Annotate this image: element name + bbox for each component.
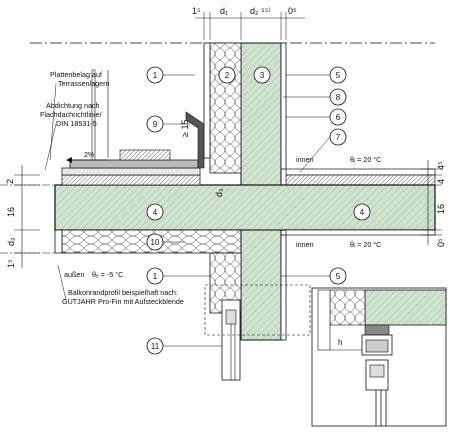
dim-left-1: 2 [5,179,15,184]
leader-abdichtung [44,123,57,171]
label-abdichtung: Abdichtung nach [46,101,100,110]
svg-text:11: 11 [151,342,160,351]
callout-9: 9 [146,115,164,133]
leader-balkon [57,264,67,301]
slope-arrow-head [66,157,72,163]
slab-concrete [54,184,436,231]
wall-insulation-upper [209,42,242,174]
label-balkon-1: Balkonrandprofil beispielhaft nach: [68,288,178,297]
slab-edge-insulation [54,229,63,254]
label-theta-bottom: θᵢ = 20 °C [350,240,381,249]
label-flachdach: Flachdachrichtlinie/ [40,110,102,119]
dim-right-1: 4⁵ [436,161,446,170]
dim-d3-mid: d₃ [214,188,224,197]
svg-text:8: 8 [336,93,341,102]
balcony-waterproofing [61,167,201,176]
label-innen-bottom: innen [296,240,314,249]
inset-insulation [329,289,366,326]
dim-ge15: ≥ 15 [180,120,190,137]
floor-insulation-top [285,174,436,186]
callout-1: 1 [146,66,164,84]
waterproofing-upturn [185,111,205,169]
inset-concrete [364,289,447,326]
inset-render [317,289,331,351]
label-aussen: außen [64,270,84,279]
svg-text:9: 9 [153,120,158,129]
callout-7: 7 [329,128,347,146]
dim-top-3: d₂ ⁵⁵⁾ [250,6,271,16]
dim-right-2: 4 [436,179,446,184]
callout-8: 8 [329,88,347,106]
label-din: DIN 18531-5 [56,119,97,128]
svg-text:5: 5 [336,71,341,80]
svg-text:3: 3 [260,71,265,80]
callout-5: 5 [329,66,347,84]
leader-7 [299,136,331,173]
inset-sash-chamber [369,364,385,378]
dim-left-4: 1⁵ [6,259,16,268]
label-terrassenlagern: Terrassenlagern [58,79,110,88]
svg-text:4: 4 [153,208,158,217]
svg-text:5: 5 [336,272,341,281]
balcony-tiles [69,159,199,169]
label-theta-top: θᵢ = 20 °C [350,155,381,164]
svg-text:7: 7 [336,133,341,142]
detail-reference-box [204,284,311,336]
dim-left-3: d₃ [6,237,16,246]
label-gefaelle: 2% [84,150,95,159]
wall-plaster-lower [280,234,287,341]
label-plattenbelag: Plattenbelag auf [50,70,102,79]
inset-h-label: h [338,338,342,347]
label-innen-top: innen [296,155,314,164]
callout-4-right: 4 [353,203,371,221]
wall-plaster-inside [280,42,287,170]
floor-screed [285,168,436,176]
svg-text:10: 10 [151,238,160,247]
terrace-pad [119,149,171,161]
label-theta-e: θₑ = -5 °C [92,270,123,279]
callout-11: 11 [146,337,164,355]
leader-plattenbelag [49,83,57,161]
callout-6: 6 [329,108,347,126]
dim-right-4: 0⁵ [436,238,446,247]
svg-text:1: 1 [153,272,158,281]
balcony-insulation [61,174,201,186]
svg-text:4: 4 [360,208,365,217]
inset-profile-top [364,324,390,336]
dim-left-2: 16 [6,207,16,217]
svg-text:2: 2 [225,71,230,80]
dim-right-3: 16 [436,204,446,214]
callout-5-lower: 5 [329,267,347,285]
window-profile-box [225,309,237,325]
callout-2: 2 [218,66,236,84]
callout-10: 10 [146,233,164,251]
wall-concrete-upper [240,42,282,186]
inset-window-chamber [365,339,389,353]
callout-4-left: 4 [146,203,164,221]
ceiling-plaster [285,229,436,236]
dim-top-1: 1⁵ [192,6,201,16]
label-balkon-2: GUTJAHR Pro-Fin mit Aufsteckblende [62,297,184,306]
dim-top-2: d₁ [220,6,228,16]
dim-top-4: 0⁵ [288,6,297,16]
svg-text:6: 6 [336,113,341,122]
callout-1-lower: 1 [146,267,164,285]
svg-text:1: 1 [153,71,158,80]
wall-render [203,42,211,159]
callout-3: 3 [253,66,271,84]
